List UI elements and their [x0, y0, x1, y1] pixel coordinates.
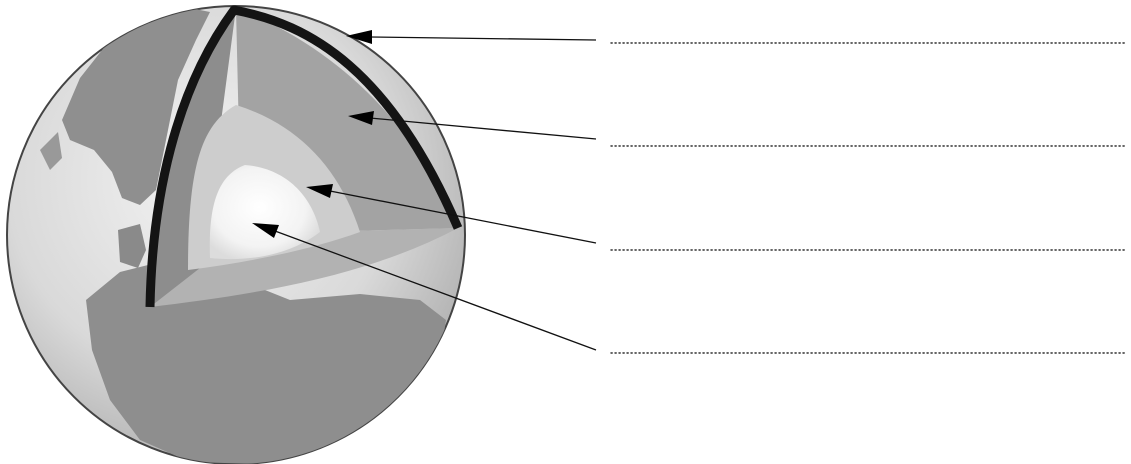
globe [6, 5, 466, 464]
pointer-line-inner-core [274, 230, 597, 351]
pointer-line-crust [369, 36, 597, 41]
continents [40, 8, 446, 464]
arrowhead-mantle [348, 111, 374, 125]
mantle-left-face [150, 8, 236, 307]
cutaway [145, 5, 463, 308]
mantle-bottom-face [150, 228, 458, 307]
inner-core-layer [209, 165, 320, 260]
answer-lines [610, 42, 1127, 354]
pointer-line-mantle [369, 117, 597, 140]
arrowhead-inner-core [252, 223, 279, 238]
continent-africa [86, 262, 446, 464]
crust-layer [145, 5, 463, 308]
arrowhead-outer-core [306, 184, 333, 198]
continent-europe [62, 8, 210, 205]
arrowhead-crust [346, 30, 372, 44]
pointers [252, 30, 597, 351]
continent-iberia [118, 224, 146, 268]
continent-north-island [40, 132, 62, 170]
pointer-line-outer-core [329, 190, 597, 244]
